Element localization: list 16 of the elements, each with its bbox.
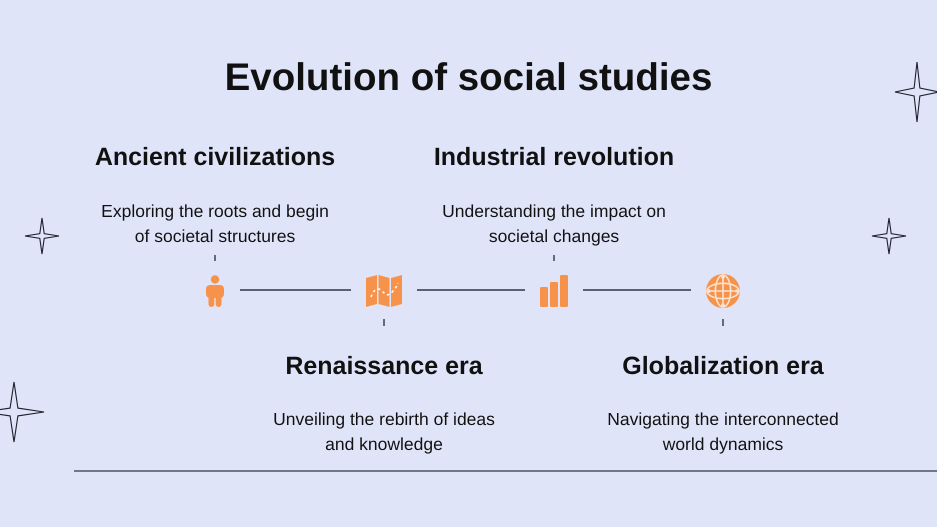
title: Evolution of social studies <box>224 55 712 101</box>
heading: Globalization era <box>622 351 824 381</box>
heading: Ancient civilizations <box>94 142 336 172</box>
person-icon <box>205 275 225 307</box>
description: Understanding the impact on societal changes <box>441 200 667 248</box>
connector-line <box>417 289 525 291</box>
bar-chart-icon <box>540 275 568 307</box>
description: Unveiling the rebirth of ideas and knowledge <box>272 408 496 456</box>
globe-icon <box>706 274 740 308</box>
connector-line <box>240 289 351 291</box>
description: Exploring the roots and begin of societal structures <box>100 200 330 248</box>
description: Navigating the interconnected world dynamics <box>606 408 840 456</box>
heading: Industrial revolution <box>434 142 674 172</box>
heading: Renaissance era <box>285 351 483 381</box>
map-icon <box>366 275 402 307</box>
connector-line <box>583 289 691 291</box>
